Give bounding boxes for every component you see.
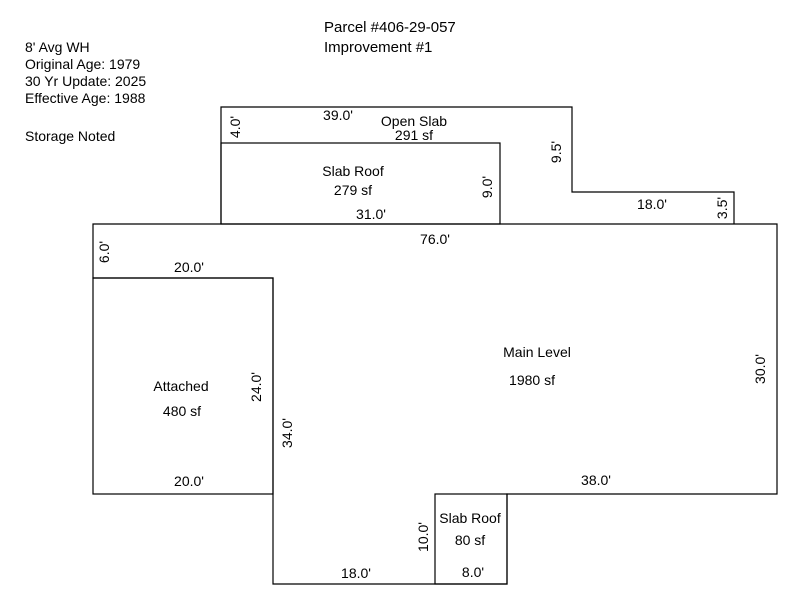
dim-slab-roof-right: 9.0' [479,176,495,198]
dim-attached-right: 24.0' [248,372,264,402]
parcel-title: Parcel #406-29-057 [324,19,456,36]
slab-roof-top-label: Slab Roof [322,163,384,179]
slab-roof-bottom-area: 80 sf [455,532,485,548]
dim-main-top: 76.0' [420,231,450,247]
open-slab-area: 291 sf [395,127,433,143]
dim-open-slab-left: 4.0' [227,116,243,138]
slab-roof-bottom-label: Slab Roof [439,510,501,526]
dim-open-slab-step: 18.0' [637,196,667,212]
dim-attached-top: 20.0' [174,259,204,275]
attached-label: Attached [153,378,208,394]
dim-open-slab-step-right: 3.5' [714,197,730,219]
dim-main-right: 30.0' [752,354,768,384]
open-slab-label: Open Slab [381,113,447,129]
note-storage: Storage Noted [25,128,115,144]
note-update: 30 Yr Update: 2025 [25,73,146,89]
dim-slab-roof-bottom-width: 8.0' [462,564,484,580]
note-wall-height: 8' Avg WH [25,39,90,55]
attached-area: 480 sf [163,403,201,419]
attached-outline [92,277,274,495]
improvement-title: Improvement #1 [324,39,432,56]
dim-main-left-top: 6.0' [96,241,112,263]
note-original-age: Original Age: 1979 [25,56,140,72]
dim-main-bottom-right: 38.0' [581,472,611,488]
slab-roof-bottom-outline [434,493,508,585]
dim-slab-roof-width: 31.0' [356,206,386,222]
dim-main-bottom-left: 18.0' [341,565,371,581]
note-effective-age: Effective Age: 1988 [25,90,146,106]
dim-main-inner-left: 34.0' [279,418,295,448]
dim-main-notch: 10.0' [415,522,431,552]
dim-attached-bottom: 20.0' [174,473,204,489]
dim-open-slab-top: 39.0' [323,107,353,123]
open-slab-outline [220,106,735,224]
slab-roof-top-area: 279 sf [334,182,372,198]
main-level-label: Main Level [503,344,571,360]
dim-open-slab-right: 9.5' [548,141,564,163]
main-level-area: 1980 sf [509,372,555,388]
